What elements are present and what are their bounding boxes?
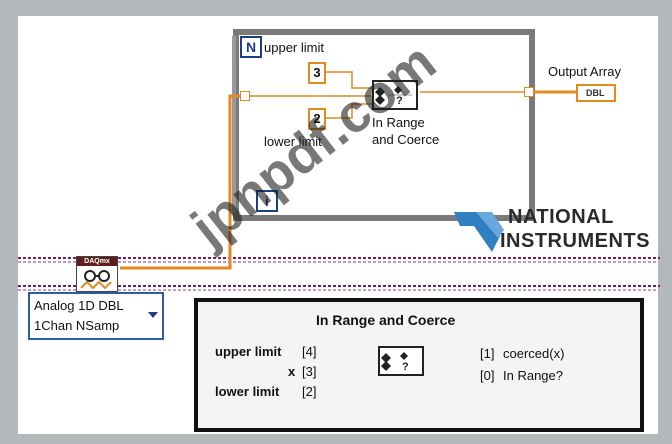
lower-limit-wire[interactable] <box>326 103 372 119</box>
in-range-coerce-node[interactable]: ? <box>372 80 418 110</box>
help-input-lower-name: lower limit <box>215 384 280 399</box>
data-array-wire[interactable] <box>120 94 244 270</box>
upper-limit-wire[interactable] <box>326 71 372 89</box>
svg-text:?: ? <box>402 361 409 373</box>
upper-limit-constant[interactable]: 3 <box>308 62 326 84</box>
polymorphic-line-2: 1Chan NSamp <box>34 318 120 333</box>
daqmx-glasses-icon <box>80 270 112 290</box>
daqmx-badge: DAQmx <box>77 257 117 266</box>
loop-count-terminal[interactable]: N <box>240 36 262 58</box>
svg-text:?: ? <box>396 95 403 107</box>
help-input-lower-index: [2] <box>302 384 317 399</box>
polymorphic-selector[interactable]: Analog 1D DBL 1Chan NSamp <box>28 292 164 340</box>
help-title: In Range and Coerce <box>316 312 456 328</box>
help-output-coerced-name: coerced(x) <box>503 346 565 361</box>
in-range-node-label: In Range and Coerce <box>372 115 440 147</box>
output-array-label: Output Array <box>548 64 621 79</box>
upper-limit-label: upper limit <box>264 40 324 55</box>
ni-brand-line-2: INSTRUMENTS <box>500 230 650 252</box>
in-range-coerce-icon: ? <box>375 86 412 107</box>
help-input-x-index: [3] <box>302 364 317 379</box>
help-input-x-name: x <box>288 364 296 379</box>
help-output-inrange-name: In Range? <box>503 368 563 383</box>
loop-iteration-terminal[interactable]: i <box>256 190 278 212</box>
lower-limit-constant[interactable]: 2 <box>308 108 326 130</box>
lower-limit-label: lower limit <box>264 134 322 149</box>
output-array-indicator[interactable]: DBL <box>576 84 616 102</box>
help-output-coerced-index: [1] <box>480 346 495 361</box>
help-node-glyph-icon: ? <box>381 352 409 373</box>
daqmx-read-node[interactable]: DAQmx <box>76 256 118 292</box>
ni-eagle-logo-icon <box>454 212 504 252</box>
chevron-down-icon[interactable] <box>148 312 158 318</box>
help-input-upper-name: upper limit <box>215 344 282 359</box>
polymorphic-line-1: Analog 1D DBL <box>34 298 124 313</box>
help-node-icon: ? <box>378 346 424 376</box>
input-tunnel[interactable] <box>240 91 250 101</box>
help-input-upper-index: [4] <box>302 344 317 359</box>
for-loop-frame[interactable] <box>233 29 535 221</box>
for-loop-shadow-left <box>232 36 236 214</box>
help-output-inrange-index: [0] <box>480 368 495 383</box>
output-tunnel[interactable] <box>524 87 534 97</box>
ni-brand-line-1: NATIONAL <box>508 206 614 228</box>
